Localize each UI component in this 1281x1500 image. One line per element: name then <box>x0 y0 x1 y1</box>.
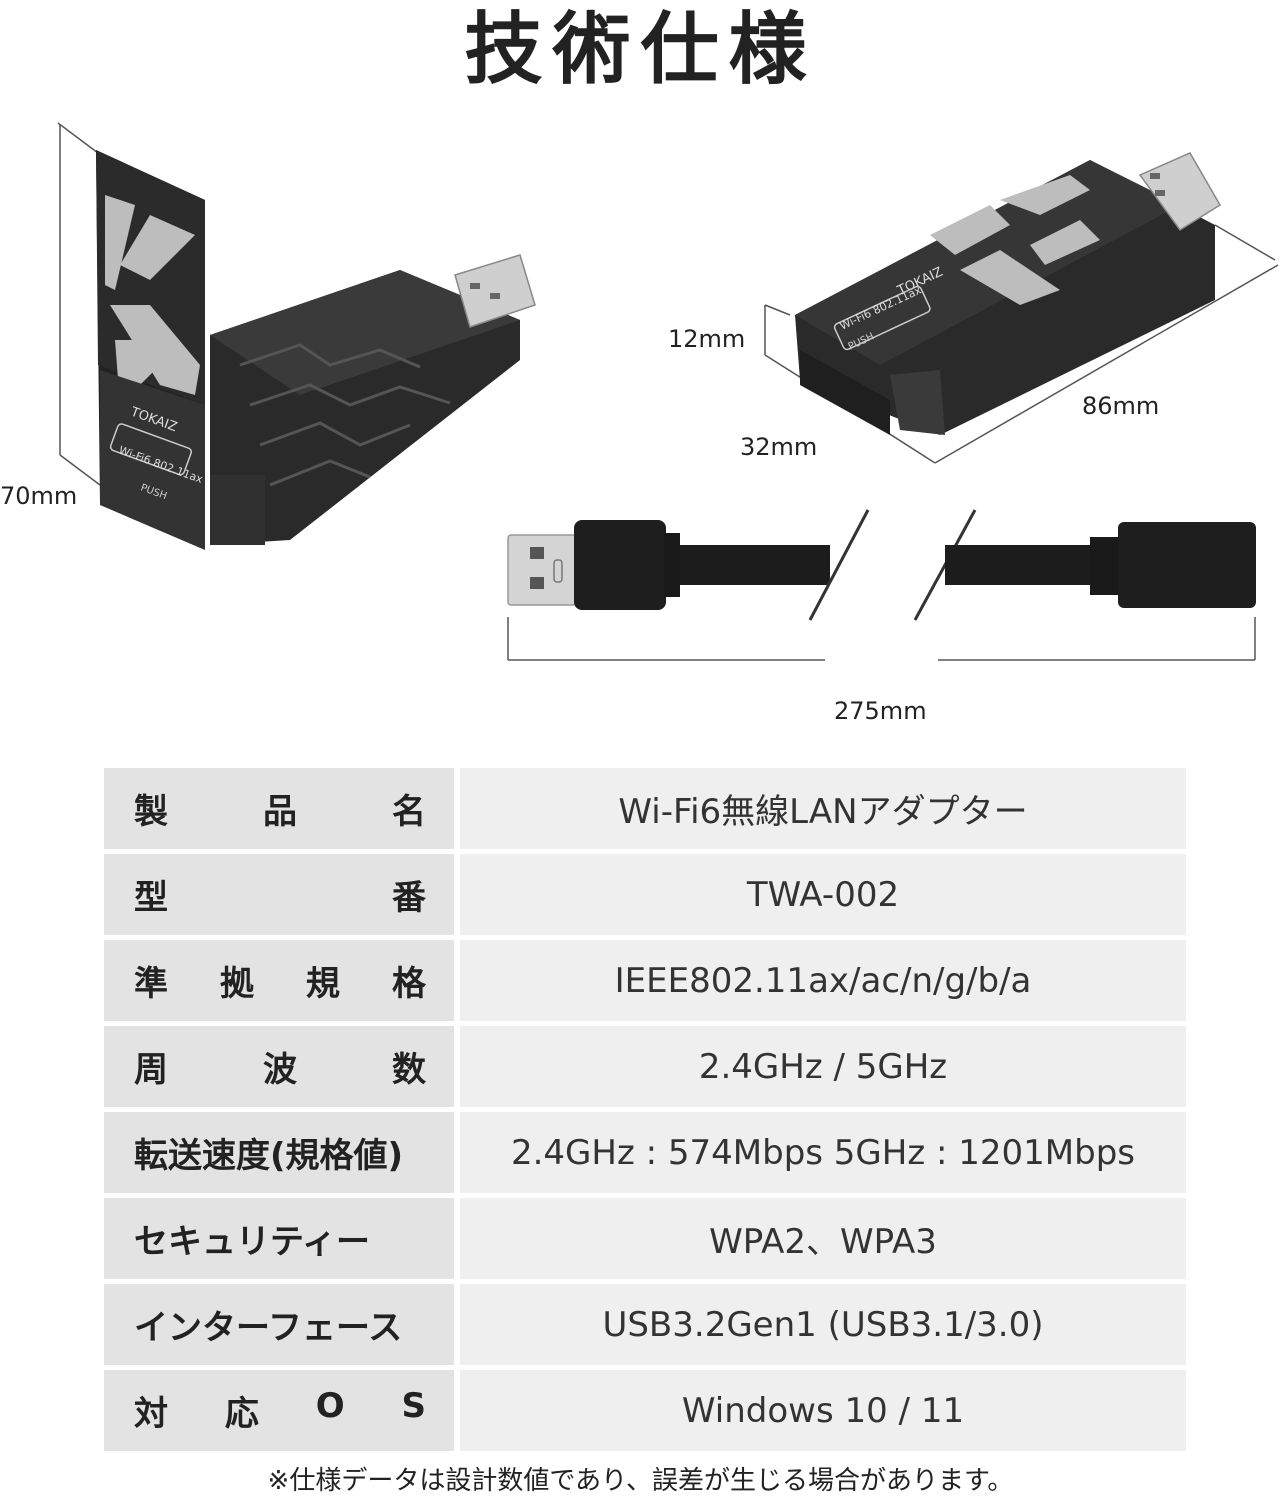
spec-row: 準拠規格 IEEE802.11ax/ac/n/g/b/a <box>104 940 1186 1021</box>
product-dimension-figure: TOKAIZ Wi-Fi6 802.11ax PUSH <box>0 105 1281 745</box>
spec-row: セキュリティー WPA2、WPA3 <box>104 1198 1186 1279</box>
adapter-antenna-folded-image: TOKAIZ Wi-Fi6 802.11ax PUSH <box>764 152 1279 464</box>
spec-value: Wi-Fi6無線LANアダプター <box>454 768 1186 849</box>
spec-row: 周波数 2.4GHz / 5GHz <box>104 1026 1186 1107</box>
spec-label-cell: 型番 <box>104 854 454 935</box>
spec-label-cell: 転送速度(規格値) <box>104 1112 454 1193</box>
spec-value: IEEE802.11ax/ac/n/g/b/a <box>454 940 1186 1021</box>
dimension-thickness-label: 12mm <box>668 325 746 353</box>
spec-value: WPA2、WPA3 <box>454 1198 1186 1279</box>
page-title: 技術仕様 <box>464 5 817 95</box>
spec-row: インターフェース USB3.2Gen1 (USB3.1/3.0) <box>104 1284 1186 1365</box>
spec-value: Windows 10 / 11 <box>454 1370 1186 1451</box>
spec-label: セキュリティー <box>134 1222 370 1262</box>
spec-label: 転送速度(規格値) <box>134 1136 404 1176</box>
spec-label-cell: セキュリティー <box>104 1198 454 1279</box>
dimension-length-label: 86mm <box>1082 392 1160 420</box>
spec-label-cell: 製品名 <box>104 768 454 849</box>
spec-label: 製品名 <box>134 792 426 832</box>
spec-table: 製品名 Wi-Fi6無線LANアダプター型番 TWA-002 準拠規格 IEEE802.… <box>104 763 1186 1456</box>
dimension-cable-label: 275mm <box>834 697 927 725</box>
spec-value: 2.4GHz : 574Mbps 5GHz : 1201Mbps <box>454 1112 1186 1193</box>
spec-label: 準拠規格 <box>134 964 426 1004</box>
spec-label: インターフェース <box>134 1308 403 1348</box>
footnote: ※仕様データは設計数値であり、誤差が生じる場合があります。 <box>267 1466 1014 1496</box>
spec-value: TWA-002 <box>454 854 1186 935</box>
spec-row: 製品名 Wi-Fi6無線LANアダプター <box>104 768 1186 849</box>
spec-value: USB3.2Gen1 (USB3.1/3.0) <box>454 1284 1186 1365</box>
spec-row: 型番 TWA-002 <box>104 854 1186 935</box>
spec-label: 型番 <box>134 878 426 918</box>
adapter-antenna-up-image: TOKAIZ Wi-Fi6 802.11ax PUSH <box>57 122 536 550</box>
spec-label-cell: インターフェース <box>104 1284 454 1365</box>
spec-label-cell: 周波数 <box>104 1026 454 1107</box>
spec-label: 周波数 <box>134 1050 426 1090</box>
dimension-height-label: 70mm <box>0 482 78 510</box>
dimension-width-label: 32mm <box>740 433 818 461</box>
spec-value: 2.4GHz / 5GHz <box>454 1026 1186 1107</box>
spec-row: 転送速度(規格値) 2.4GHz : 574Mbps 5GHz : 1201Mbp… <box>104 1112 1186 1193</box>
usb-extension-cable-image <box>507 509 1256 661</box>
spec-label-cell: 準拠規格 <box>104 940 454 1021</box>
